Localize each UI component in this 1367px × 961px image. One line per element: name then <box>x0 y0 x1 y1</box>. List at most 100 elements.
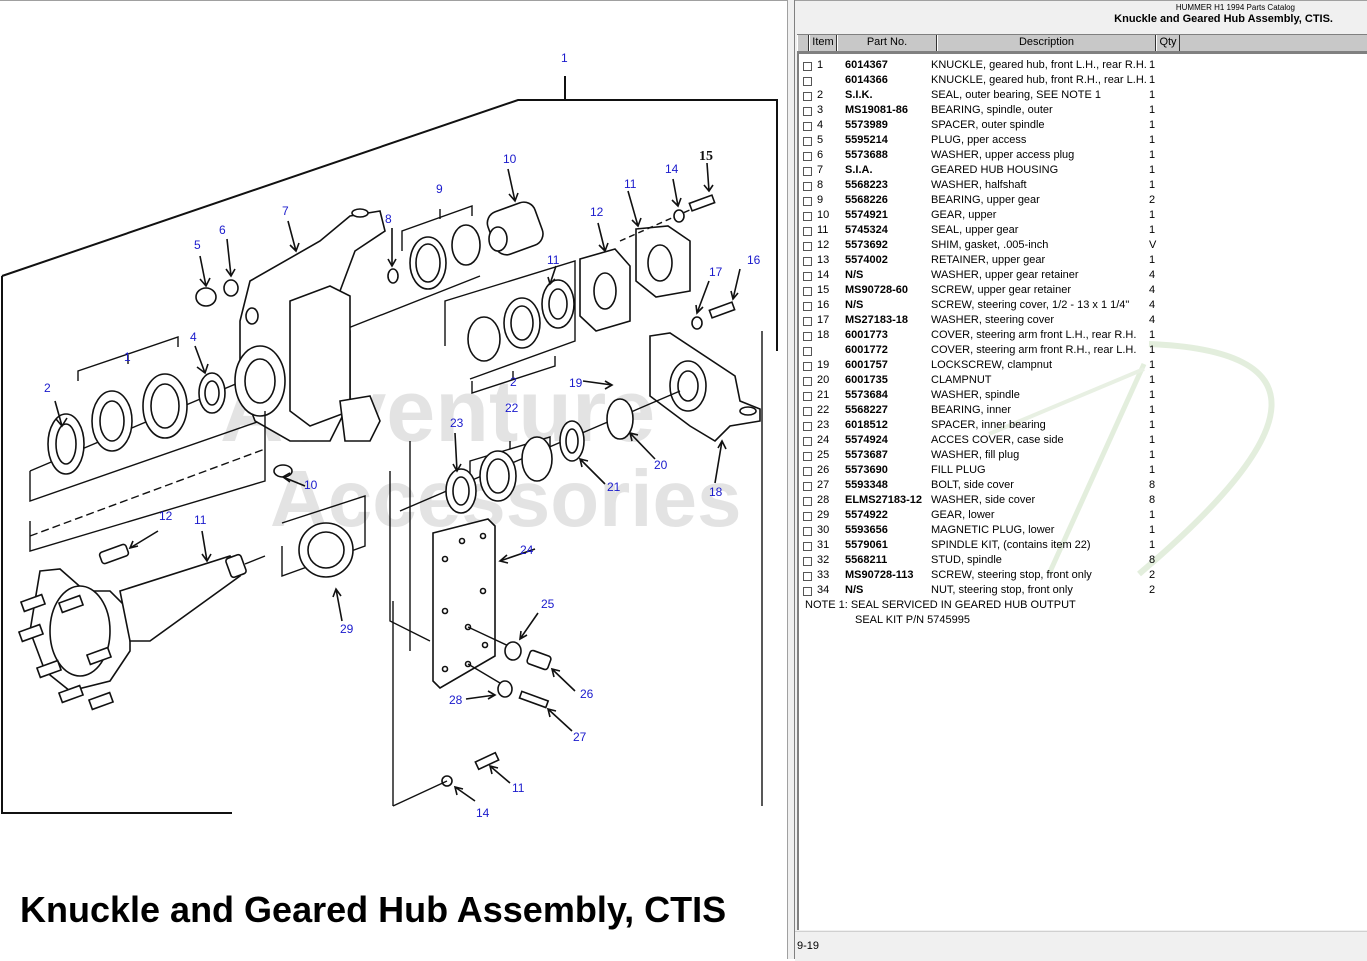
row-checkbox[interactable] <box>803 92 812 101</box>
row-checkbox[interactable] <box>803 317 812 326</box>
row-checkbox[interactable] <box>803 422 812 431</box>
row-checkbox[interactable] <box>803 197 812 206</box>
row-checkbox[interactable] <box>803 302 812 311</box>
row-checkbox[interactable] <box>803 377 812 386</box>
column-header-qty[interactable]: Qty <box>1156 35 1180 51</box>
column-header-description[interactable]: Description <box>937 35 1156 51</box>
item-number: 9 <box>817 194 824 206</box>
row-checkbox[interactable] <box>803 512 812 521</box>
row-checkbox[interactable] <box>803 347 812 356</box>
column-header-part-no[interactable]: Part No. <box>837 35 937 51</box>
row-checkbox[interactable] <box>803 452 812 461</box>
column-header-item[interactable]: Item <box>809 35 837 51</box>
part-description: KNUCKLE, geared hub, front L.H., rear R.… <box>931 59 1147 71</box>
row-checkbox[interactable] <box>803 272 812 281</box>
part-number: 6001772 <box>845 344 888 356</box>
row-checkbox[interactable] <box>803 362 812 371</box>
row-checkbox[interactable] <box>803 257 812 266</box>
part-number: 5573687 <box>845 449 888 461</box>
row-checkbox[interactable] <box>803 77 812 86</box>
part-number: 5568227 <box>845 404 888 416</box>
row-checkbox[interactable] <box>803 62 812 71</box>
row-checkbox[interactable] <box>803 587 812 596</box>
callout-8: 8 <box>385 212 392 226</box>
part-description: SCREW, upper gear retainer <box>931 284 1072 296</box>
part-number: MS90728-60 <box>845 284 908 296</box>
part-description: BOLT, side cover <box>931 479 1014 491</box>
row-checkbox[interactable] <box>803 227 812 236</box>
row-checkbox[interactable] <box>803 107 812 116</box>
row-checkbox[interactable] <box>803 137 812 146</box>
column-header-select[interactable] <box>797 35 809 51</box>
row-checkbox[interactable] <box>803 497 812 506</box>
part-number: 6014366 <box>845 74 888 86</box>
row-checkbox[interactable] <box>803 242 812 251</box>
row-checkbox[interactable] <box>803 152 812 161</box>
pane-splitter[interactable] <box>787 0 795 959</box>
callout-1-outer-bearing: 1 <box>124 350 131 364</box>
part-number: S.I.K. <box>845 89 873 101</box>
part-qty: 8 <box>1149 479 1156 491</box>
item-number: 22 <box>817 404 830 416</box>
row-checkbox[interactable] <box>803 482 812 491</box>
row-checkbox[interactable] <box>803 407 812 416</box>
row-checkbox[interactable] <box>803 122 812 131</box>
row-checkbox[interactable] <box>803 527 812 536</box>
row-checkbox[interactable] <box>803 167 812 176</box>
part-description: WASHER, upper access plug <box>931 149 1075 161</box>
callout-4: 4 <box>190 330 197 344</box>
row-checkbox[interactable] <box>803 572 812 581</box>
hub-spindle <box>17 411 366 711</box>
row-checkbox[interactable] <box>803 332 812 341</box>
item-number: 18 <box>817 329 830 341</box>
row-checkbox[interactable] <box>803 467 812 476</box>
row-checkbox[interactable] <box>803 182 812 191</box>
row-checkbox[interactable] <box>803 557 812 566</box>
item-number: 32 <box>817 554 830 566</box>
row-checkbox[interactable] <box>803 392 812 401</box>
row-checkbox[interactable] <box>803 437 812 446</box>
item-number: 19 <box>817 359 830 371</box>
row-checkbox[interactable] <box>803 542 812 551</box>
part-number: 6014367 <box>845 59 888 71</box>
row-checkbox[interactable] <box>803 287 812 296</box>
row-checkbox[interactable] <box>803 212 812 221</box>
callout-11-hub: 11 <box>194 513 207 527</box>
